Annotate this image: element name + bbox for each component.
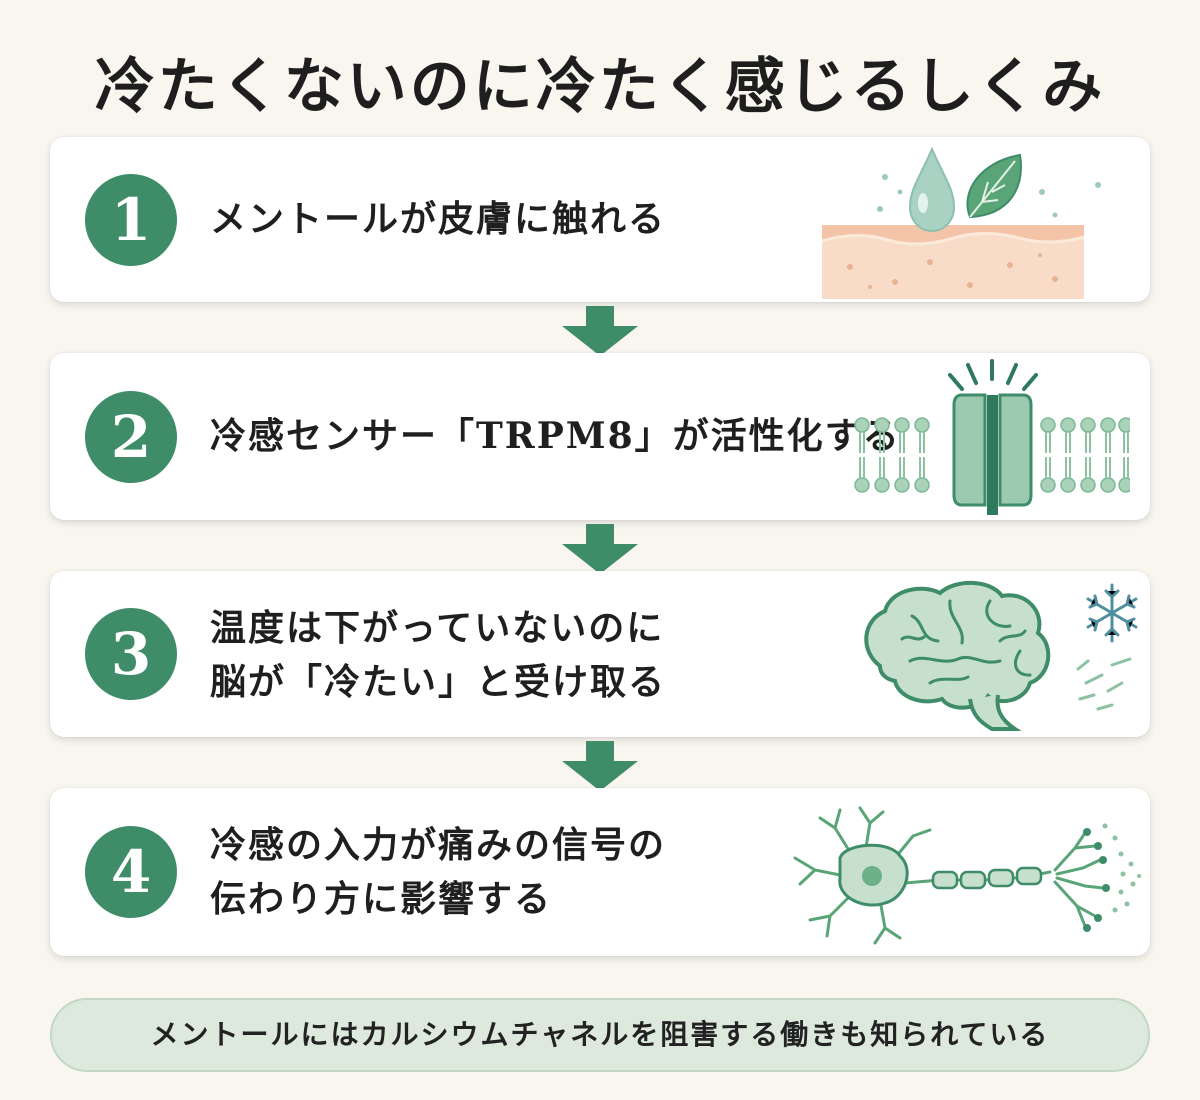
step-card-1: 1 メントールが皮膚に触れる xyxy=(50,137,1150,302)
step-number-2: 2 xyxy=(85,391,177,483)
step-number-1: 1 xyxy=(85,174,177,266)
skin-droplet-leaf-icon xyxy=(821,146,1101,299)
step-label-line: 冷感の入力が痛みの信号の xyxy=(210,824,667,866)
step-card-2: 2 冷感センサー「TRPM8」が活性化する xyxy=(50,353,1150,520)
step-label-3: 温度は下がっていないのに 脳が「冷たい」と受け取る xyxy=(210,601,666,709)
down-arrow-icon xyxy=(562,741,638,791)
step-label-line: 温度は下がっていないのに xyxy=(210,607,665,649)
down-arrow-icon xyxy=(562,306,638,356)
down-arrow-icon xyxy=(562,524,638,574)
step-card-4: 4 冷感の入力が痛みの信号の 伝わり方に影響する xyxy=(50,788,1150,956)
step-label-2: 冷感センサー「TRPM8」が活性化する xyxy=(210,409,901,463)
step-number-3: 3 xyxy=(85,608,177,700)
step-label-1: メントールが皮膚に触れる xyxy=(210,192,666,246)
brain-snowflake-icon xyxy=(864,580,1138,731)
step-label-line: 伝わり方に影響する xyxy=(210,878,553,920)
step-label-4: 冷感の入力が痛みの信号の 伝わり方に影響する xyxy=(210,818,666,926)
step-label-line: メントールが皮膚に触れる xyxy=(210,198,667,240)
step-card-3: 3 温度は下がっていないのに 脳が「冷たい」と受け取る xyxy=(50,571,1150,737)
step-number-4: 4 xyxy=(85,826,177,918)
step-label-line: 脳が「冷たい」と受け取る xyxy=(210,661,667,703)
footnote-banner: メントールにはカルシウムチャネルを阻害する働きも知られている xyxy=(50,998,1150,1072)
neuron-icon xyxy=(793,806,1141,945)
page-title: 冷たくないのに冷たく感じるしくみ xyxy=(94,52,1106,122)
step-label-line: 冷感センサー「TRPM8」が活性化する xyxy=(210,415,901,457)
ion-channel-membrane-icon xyxy=(854,359,1130,515)
